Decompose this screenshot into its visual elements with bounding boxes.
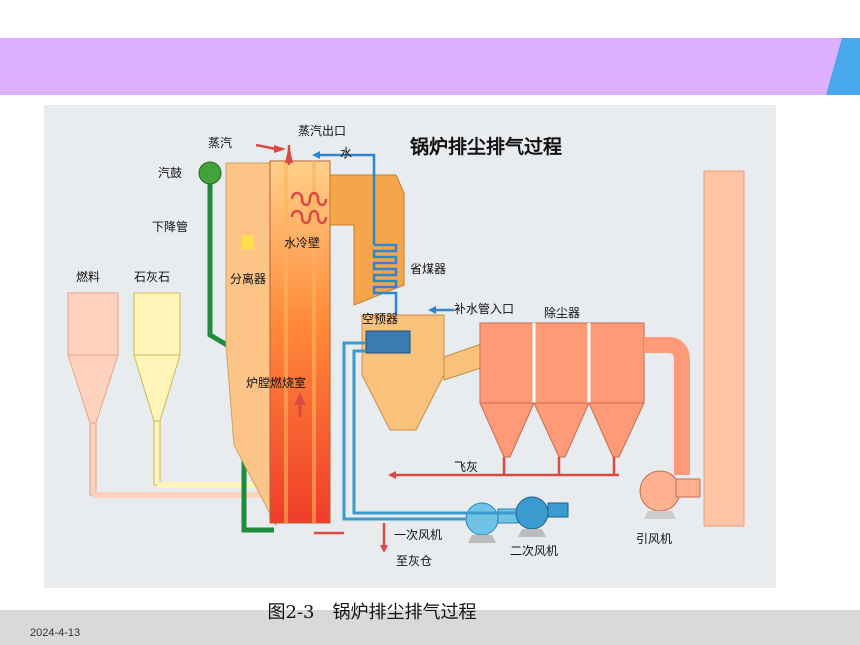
- label-to-ash-bin: 至灰仓: [396, 554, 432, 568]
- water-wall-coil: [290, 191, 328, 225]
- secondary-fan: [515, 496, 569, 537]
- furnace: [269, 160, 331, 524]
- primary-fan: [465, 502, 519, 543]
- air-preheater: [365, 330, 411, 354]
- limestone-hopper: [133, 292, 282, 488]
- label-air-preheater: 空预器: [362, 312, 398, 326]
- drum: [198, 161, 222, 185]
- label-economizer: 省煤器: [410, 262, 446, 276]
- boiler-diagram: 锅炉排尘排气过程 蒸汽 蒸汽出口 水 汽鼓 下降管 燃料 石灰石 水冷壁 分离器…: [44, 105, 776, 588]
- fly-ash-line: [314, 457, 619, 545]
- label-downcomer: 下降管: [152, 219, 188, 234]
- label-dust-collector: 除尘器: [544, 305, 580, 320]
- label-primary-fan: 一次风机: [394, 528, 442, 542]
- footer-bar: [0, 610, 860, 645]
- air-lines: [342, 341, 516, 521]
- banner-accent: [826, 38, 860, 95]
- gas-duct: [644, 337, 690, 475]
- label-feedwater-inlet: 补水管入口: [454, 301, 514, 316]
- label-induced-fan: 引风机: [636, 532, 672, 546]
- slide-date: 2024-4-13: [30, 627, 81, 639]
- dust-collector: [479, 322, 645, 458]
- label-separator: 分离器: [230, 271, 266, 286]
- label-water-wall: 水冷壁: [284, 235, 320, 250]
- label-fuel: 燃料: [76, 269, 100, 284]
- diagram-title: 锅炉排尘排气过程: [410, 135, 562, 158]
- label-water: 水: [340, 146, 352, 160]
- label-limestone: 石灰石: [134, 270, 170, 284]
- induced-fan: [639, 470, 701, 519]
- label-steam: 蒸汽: [208, 135, 232, 150]
- economizer-coil: [316, 153, 398, 315]
- flue-duct: [329, 174, 405, 306]
- label-fly-ash: 飞灰: [454, 460, 478, 474]
- figure-caption: 图2-3 锅炉排尘排气过程: [267, 602, 477, 623]
- label-drum: 汽鼓: [158, 165, 182, 180]
- title-banner: [0, 38, 860, 95]
- label-furnace: 炉膛燃烧室: [246, 375, 306, 390]
- chimney: [703, 170, 745, 527]
- label-secondary-fan: 二次风机: [510, 544, 558, 558]
- fuel-hopper: [67, 292, 284, 498]
- label-steam-outlet: 蒸汽出口: [298, 123, 346, 138]
